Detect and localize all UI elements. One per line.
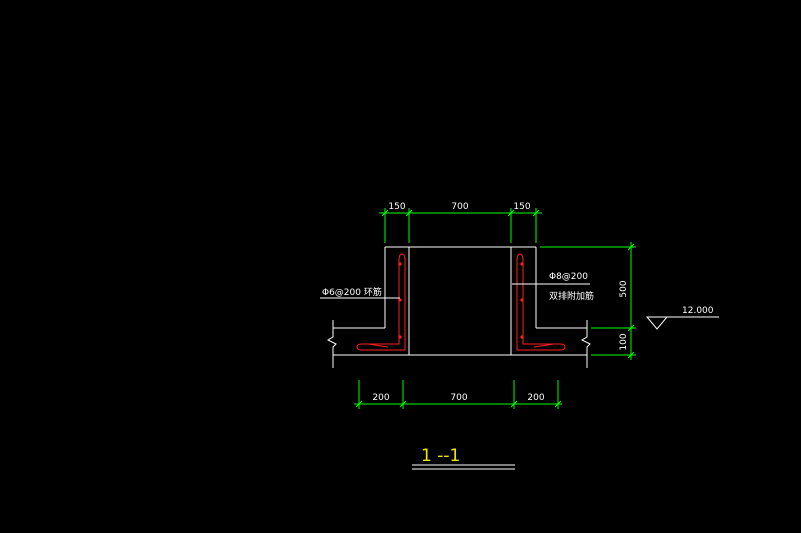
top-dim-label-middle: 700: [451, 202, 468, 212]
break-line-right-icon: [580, 320, 591, 368]
top-dim-label-right: 150: [513, 202, 530, 212]
left-rebar-annotation: Φ6@200 环筋: [322, 286, 382, 298]
bottom-dim-label-middle: 700: [450, 393, 467, 403]
break-line-left-icon: [326, 320, 337, 368]
top-dimension-chain: [379, 208, 542, 243]
rebar-dot: [520, 298, 524, 302]
dim-tick: [554, 400, 562, 408]
dim-tick: [627, 351, 635, 359]
rebar-left-hook: [367, 343, 389, 348]
rebar-dot: [398, 298, 402, 302]
rebar-dot: [520, 335, 524, 339]
dim-tick: [627, 243, 635, 251]
dim-tick: [399, 400, 407, 408]
bottom-dim-label-right: 200: [527, 393, 544, 403]
rebar-dot: [398, 262, 402, 266]
section-outline: [333, 246, 587, 356]
rebar-dot: [520, 262, 524, 266]
rebar-right-stirrup: [516, 253, 566, 351]
rebar-left-stirrup: [356, 253, 406, 351]
annotation-leaders: [320, 283, 590, 299]
dim-tick: [510, 400, 518, 408]
title-underline: [412, 464, 515, 470]
right-dim-label-base: 100: [619, 333, 629, 350]
dim-tick: [381, 209, 389, 217]
dim-tick: [355, 400, 363, 408]
top-dim-label-left: 150: [388, 202, 405, 212]
bottom-dim-label-left: 200: [372, 393, 389, 403]
dim-tick: [532, 209, 540, 217]
elevation-triangle-icon: [645, 316, 669, 330]
break-lines: [326, 320, 591, 368]
right-rebar-note: 双排附加筋: [549, 290, 594, 302]
dim-tick: [507, 209, 515, 217]
dim-tick: [405, 209, 413, 217]
rebar: [356, 253, 566, 351]
right-rebar-spec: Φ8@200: [549, 272, 588, 282]
rebar-dot: [398, 335, 402, 339]
bottom-dimension-chain: [354, 380, 562, 409]
rebar-dots: [398, 262, 524, 339]
dim-tick: [627, 324, 635, 332]
section-title: 1 --1: [421, 446, 460, 466]
elevation-value: 12.000: [682, 306, 714, 316]
elevation-marker: [645, 316, 719, 330]
right-dimension-chain: [540, 242, 636, 360]
right-dim-label-height: 500: [619, 280, 629, 297]
rebar-right-hook: [533, 343, 555, 348]
